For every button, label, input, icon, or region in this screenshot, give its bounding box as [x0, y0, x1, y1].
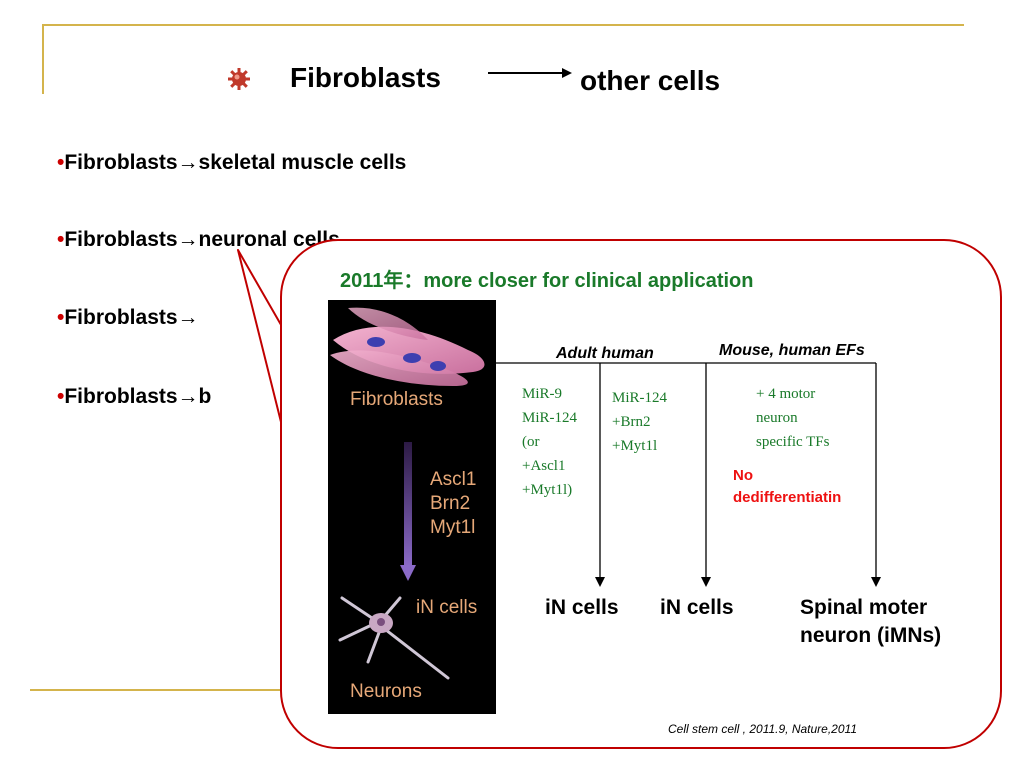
bullet-fourth: •Fibroblasts→b	[57, 385, 211, 409]
result-in-cells-1: iN cells	[545, 596, 619, 619]
bullet-text: Fibroblasts→skeletal muscle cells	[64, 151, 407, 174]
frame-top-line	[42, 24, 964, 26]
bullet-marker: •	[57, 228, 65, 251]
bullet-skeletal-muscle: •Fibroblasts→skeletal muscle cells	[57, 151, 406, 175]
branch2-factors: MiR-124 +Brn2 +Myt1l	[612, 390, 668, 454]
bullet-marker: •	[57, 151, 65, 174]
label-adult-human: Adult human	[556, 345, 654, 362]
right-arrow-icon	[488, 68, 572, 78]
cell-illustration	[330, 307, 485, 680]
bullet-text: Fibroblasts→	[64, 306, 199, 329]
label-mouse-human-efs: Mouse, human EFs	[719, 342, 865, 359]
citation: Cell stem cell , 2011.9, Nature,2011	[668, 722, 857, 736]
callout-title: 2011年：more closer for clinical applicati…	[340, 270, 754, 292]
bullet-marker: •	[57, 385, 65, 408]
branch1-factors: MiR-9 MiR-124 (or +Ascl1 +Myt1l)	[522, 386, 578, 498]
title-fibroblasts: Fibroblasts	[290, 62, 441, 93]
callout-seam	[283, 330, 293, 452]
bullet-third: •Fibroblasts→	[57, 306, 199, 330]
image-label-neurons: Neurons	[350, 681, 422, 702]
title-other-cells: other cells	[580, 65, 721, 96]
bullet-neuronal: •Fibroblasts→neuronal cells	[57, 228, 340, 252]
bullet-text: Fibroblasts→neuronal cells	[64, 228, 340, 251]
image-label-in-cells: iN cells	[416, 597, 478, 618]
image-label-factors: Ascl1 Brn2 Myt1l	[430, 469, 477, 538]
fibroblast-neuron-image: Fibroblasts Ascl1 Brn2 Myt1l iN cells Ne…	[328, 300, 496, 714]
bullet-marker: •	[57, 306, 65, 329]
frame-bottom-line	[30, 689, 290, 691]
frame-left-line	[42, 24, 44, 94]
red-gear-icon	[228, 68, 250, 90]
image-label-fibroblasts: Fibroblasts	[350, 389, 443, 410]
result-in-cells-2: iN cells	[660, 596, 734, 619]
result-spinal-motor-neuron: Spinal moter neuron (iMNs)	[800, 596, 942, 648]
branch3-factors: + 4 motor neuron specific TFs	[756, 386, 830, 450]
branch-lines	[496, 362, 881, 587]
bullet-text: Fibroblasts→b	[64, 385, 212, 408]
note-no-dedifferentiation: No dedifferentiatin	[733, 467, 842, 506]
